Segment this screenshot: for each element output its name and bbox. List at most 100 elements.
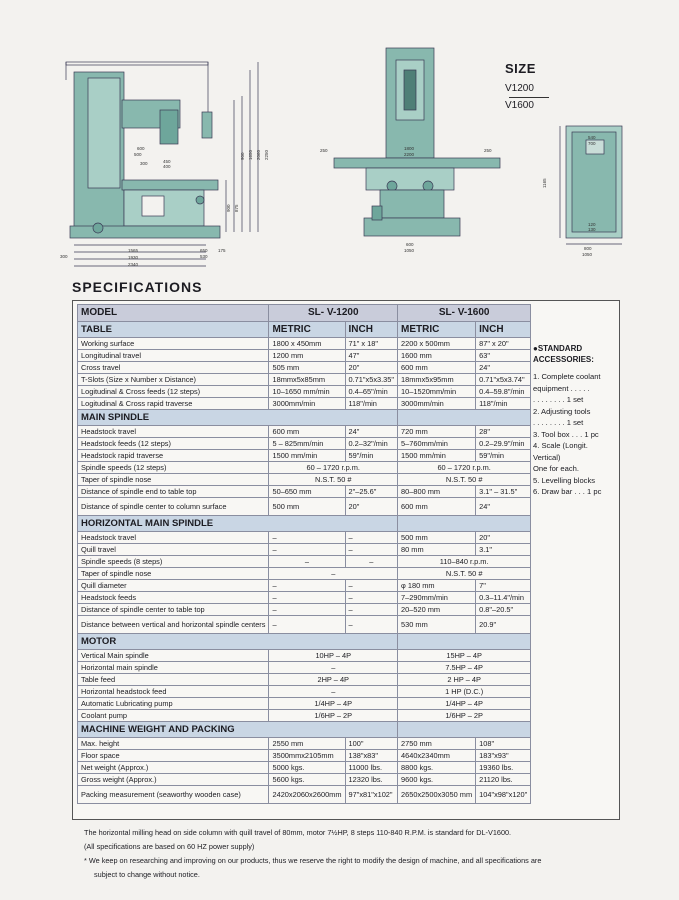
spec-value: 1600 mm — [397, 349, 477, 362]
spec-value: 3000mm/min — [268, 397, 346, 410]
spec-value-span-1600: 15HP – 4P — [397, 649, 532, 662]
spec-value-span-1600: 60 – 1720 r.p.m. — [397, 461, 532, 474]
spec-value: 2750 mm — [397, 737, 477, 750]
section-header-filler — [397, 409, 532, 426]
spec-label: Logitudinal & Cross feeds (12 steps) — [76, 385, 270, 398]
accessories-list: 1. Complete coolant equipment . . . . . … — [533, 371, 618, 498]
unit-header: METRIC — [397, 321, 477, 338]
footnotes: The horizontal milling head on side colu… — [84, 826, 624, 882]
spec-label: Automatic Lubricating pump — [76, 697, 270, 710]
spec-value: 10–1520mm/min — [397, 385, 477, 398]
section-title: MOTOR — [76, 633, 399, 650]
spec-value: 505 mm — [268, 361, 346, 374]
spec-value: – — [344, 615, 399, 634]
spec-value: 5–760mm/min — [397, 437, 477, 450]
size-v1200: V1200 — [505, 83, 534, 94]
spec-value: 500 mm — [397, 531, 477, 544]
spec-label: Gross weight (Approx.) — [76, 773, 270, 786]
spec-value: 24" — [475, 361, 532, 374]
spec-value: 97"x81"x102" — [344, 785, 399, 804]
spec-value-span-1200: N.S.T. 50 # — [268, 473, 399, 486]
spec-row: Taper of spindle nose–N.S.T. 50 # — [76, 567, 532, 580]
spec-label: Taper of spindle nose — [76, 567, 270, 580]
svg-text:450: 450 — [163, 159, 171, 164]
model-1200: SL- V-1200 — [268, 304, 399, 322]
section-header-filler — [397, 721, 532, 738]
section-header-filler — [397, 633, 532, 650]
spec-value: 3500mmx2105mm — [268, 749, 346, 762]
svg-text:1930: 1930 — [128, 255, 139, 260]
spec-value: 2"–25.6" — [344, 485, 399, 498]
spec-label: Working surface — [76, 337, 270, 350]
spec-row: Distance of spindle center to table top–… — [76, 603, 532, 616]
svg-text:1565: 1565 — [128, 248, 139, 253]
spec-value: – — [268, 543, 346, 556]
section-title: HORIZONTAL MAIN SPINDLE — [76, 515, 399, 532]
svg-text:900: 900 — [240, 152, 245, 160]
section-header-row: HORIZONTAL MAIN SPINDLE — [76, 515, 532, 532]
svg-text:1050: 1050 — [404, 248, 415, 253]
spec-label: Spindle speeds (12 steps) — [76, 461, 270, 474]
spec-label: Distance of spindle end to table top — [76, 485, 270, 498]
spec-value: 11000 lbs. — [344, 761, 399, 774]
spec-row: Horizontal main spindle–7.5HP – 4P — [76, 661, 532, 674]
spec-value: 500 mm — [268, 497, 346, 516]
spec-value: – — [344, 591, 399, 604]
svg-text:250: 250 — [320, 148, 328, 153]
spec-value: 59"/min — [344, 449, 399, 462]
spec-value: 138"x83" — [344, 749, 399, 762]
spec-label: Coolant pump — [76, 709, 270, 722]
svg-text:400: 400 — [163, 164, 171, 169]
spec-value: – — [344, 543, 399, 556]
spec-value: 7–290mm/min — [397, 591, 477, 604]
size-legend: SIZE V1200 V1600 — [505, 62, 565, 113]
spec-label: Headstock feeds — [76, 591, 270, 604]
spec-label: Floor space — [76, 749, 270, 762]
svg-text:800: 800 — [584, 246, 592, 251]
spec-value: 80–800 mm — [397, 485, 477, 498]
spec-value: 3000mm/min — [397, 397, 477, 410]
svg-text:130: 130 — [588, 227, 596, 232]
spec-label: Distance of spindle center to column sur… — [76, 497, 270, 516]
note-disclaimer-cont: subject to change without notice. — [94, 870, 200, 879]
spec-value: 87" x 20" — [475, 337, 532, 350]
spec-row: Net weight (Approx.)5000 kgs.11000 lbs.8… — [76, 761, 532, 774]
spec-value: 0.8"–20.5" — [475, 603, 532, 616]
spec-value: 2650x2500x3050 mm — [397, 785, 477, 804]
svg-text:875: 875 — [234, 204, 239, 212]
spec-value: φ 180 mm — [397, 579, 477, 592]
svg-text:500: 500 — [134, 152, 142, 157]
svg-text:300: 300 — [60, 254, 68, 259]
spec-row: Spindle speeds (12 steps) 60 – 1720 r.p.m… — [76, 461, 532, 474]
spec-value: 20.9" — [475, 615, 532, 634]
spec-value: 5000 kgs. — [268, 761, 346, 774]
spec-value: – — [268, 579, 346, 592]
model-1600: SL- V-1600 — [397, 304, 532, 322]
section-header-row: MOTOR — [76, 633, 532, 650]
spec-label: Taper of spindle nose — [76, 473, 270, 486]
spec-value: 100" — [344, 737, 399, 750]
accessory-line: . . . . . . . . 1 set — [533, 418, 584, 427]
spec-value-span-1200: – — [268, 567, 399, 580]
specifications-title: SPECIFICATIONS — [72, 279, 203, 295]
spec-label: Headstock feeds (12 steps) — [76, 437, 270, 450]
accessory-line: One for each. — [533, 464, 580, 473]
spec-value: 2550 mm — [268, 737, 346, 750]
section-header-row: MACHINE WEIGHT AND PACKING — [76, 721, 532, 738]
spec-label: Vertical Main spindle — [76, 649, 270, 662]
spec-label: Longitudinal travel — [76, 349, 270, 362]
spec-label: Spindle speeds (8 steps) — [76, 555, 270, 568]
spec-value-span-1600: N.S.T. 50 # — [397, 567, 532, 580]
svg-text:300: 300 — [140, 161, 148, 166]
spec-value: 2200 x 500mm — [397, 337, 477, 350]
